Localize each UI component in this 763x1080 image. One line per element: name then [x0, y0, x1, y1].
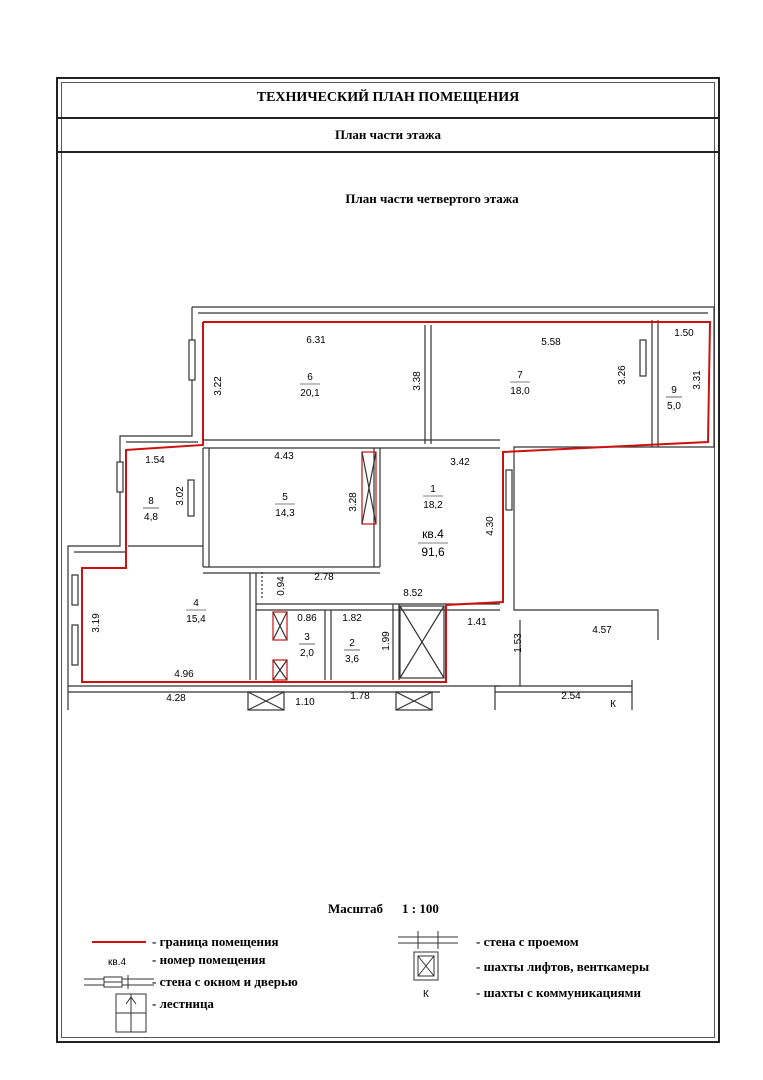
- svg-text:8.52: 8.52: [403, 588, 423, 599]
- svg-text:0.94: 0.94: [276, 576, 287, 596]
- svg-text:1.99: 1.99: [381, 631, 392, 651]
- legend-shaft-swatch: [413, 951, 439, 981]
- legend: - граница помещения кв.4 - номер помещен…: [84, 931, 649, 1033]
- sheet-subtitle: План части этажа: [58, 119, 718, 153]
- svg-text:1.82: 1.82: [342, 613, 362, 624]
- svg-text:6.31: 6.31: [306, 335, 326, 346]
- sheet-title: ТЕХНИЧЕСКИЙ ПЛАН ПОМЕЩЕНИЯ: [58, 79, 718, 119]
- svg-text:4.43: 4.43: [274, 451, 294, 462]
- svg-text:1.54: 1.54: [145, 455, 165, 466]
- svg-text:3.31: 3.31: [692, 370, 703, 390]
- scale-value: 1 : 100: [402, 901, 439, 916]
- svg-text:4,8: 4,8: [144, 512, 158, 523]
- svg-text:3: 3: [304, 632, 310, 643]
- svg-text:3.22: 3.22: [213, 376, 224, 396]
- svg-text:1.50: 1.50: [674, 328, 694, 339]
- room-2: 2 3,6: [344, 638, 360, 665]
- legend-opening-swatch: [398, 931, 458, 949]
- apartment-boundary: [81, 321, 712, 683]
- legend-stairs-swatch: [115, 993, 147, 1033]
- svg-text:3.38: 3.38: [412, 371, 423, 391]
- svg-text:14,3: 14,3: [275, 508, 295, 519]
- svg-text:2.54: 2.54: [561, 691, 581, 702]
- room-6: 6 20,1: [300, 372, 320, 399]
- svg-text:4.30: 4.30: [485, 516, 496, 536]
- svg-text:1.10: 1.10: [295, 697, 315, 708]
- svg-text:4.96: 4.96: [174, 669, 194, 680]
- svg-text:3.28: 3.28: [348, 492, 359, 512]
- svg-text:3.02: 3.02: [175, 486, 186, 506]
- room-3: 3 2,0: [299, 632, 315, 659]
- svg-text:5,0: 5,0: [667, 401, 681, 412]
- svg-text:6: 6: [307, 372, 313, 383]
- vent-shafts: [247, 451, 445, 711]
- legend-opening-text: - стена с проемом: [476, 934, 579, 949]
- dimensions: 6.31 5.58 1.50 3.22 3.38 3.26 3.31 1.54 …: [91, 328, 703, 710]
- svg-text:3,6: 3,6: [345, 654, 359, 665]
- building-walls: [67, 306, 715, 710]
- svg-text:К: К: [610, 699, 616, 710]
- svg-text:20,1: 20,1: [300, 388, 320, 399]
- svg-text:18,2: 18,2: [423, 500, 443, 511]
- svg-text:1.41: 1.41: [467, 617, 487, 628]
- scale-label: Масштаб: [328, 901, 384, 916]
- svg-text:2,0: 2,0: [300, 648, 314, 659]
- room-labels: 6 20,1 7 18,0 9 5,0 8 4,8 5 14,3 1 18,2: [143, 370, 682, 665]
- svg-text:8: 8: [148, 496, 154, 507]
- legend-comm-mark: К: [423, 989, 429, 1000]
- svg-text:3.19: 3.19: [91, 613, 102, 633]
- room-1: 1 18,2: [423, 484, 443, 511]
- legend-comm-text: - шахты с коммуникациями: [476, 985, 641, 1000]
- svg-text:4: 4: [193, 598, 199, 609]
- svg-text:3.42: 3.42: [450, 457, 470, 468]
- legend-number-sample: кв.4: [108, 957, 126, 968]
- svg-text:4.28: 4.28: [166, 693, 186, 704]
- svg-text:7: 7: [517, 370, 523, 381]
- room-5: 5 14,3: [275, 492, 295, 519]
- svg-text:3.26: 3.26: [617, 365, 628, 385]
- legend-boundary-text: - граница помещения: [152, 934, 279, 949]
- legend-shaft-text: - шахты лифтов, венткамеры: [476, 959, 649, 974]
- svg-text:5.58: 5.58: [541, 337, 561, 348]
- svg-text:9: 9: [671, 385, 677, 396]
- legend-window-door-text: - стена с окном и дверью: [152, 974, 298, 989]
- svg-text:1: 1: [430, 484, 436, 495]
- svg-text:кв.4: кв.4: [422, 527, 444, 541]
- room-8: 8 4,8: [143, 496, 159, 523]
- apartment-label: кв.4 91,6: [418, 527, 448, 559]
- legend-stairs-text: - лестница: [152, 996, 214, 1011]
- svg-text:15,4: 15,4: [186, 614, 206, 625]
- svg-text:0.86: 0.86: [297, 613, 317, 624]
- room-9: 9 5,0: [666, 385, 682, 412]
- svg-text:91,6: 91,6: [421, 545, 445, 559]
- room-7: 7 18,0: [510, 370, 530, 397]
- svg-text:1.53: 1.53: [513, 633, 524, 653]
- legend-number-text: - номер помещения: [152, 952, 266, 967]
- svg-text:5: 5: [282, 492, 288, 503]
- svg-text:2.78: 2.78: [314, 572, 334, 583]
- svg-text:1.78: 1.78: [350, 691, 370, 702]
- legend-window-door-swatch: [84, 975, 154, 989]
- svg-text:2: 2: [349, 638, 355, 649]
- plan-title: План части четвертого этажа: [345, 191, 519, 206]
- room-4: 4 15,4: [186, 598, 206, 625]
- svg-text:18,0: 18,0: [510, 386, 530, 397]
- svg-text:4.57: 4.57: [592, 625, 612, 636]
